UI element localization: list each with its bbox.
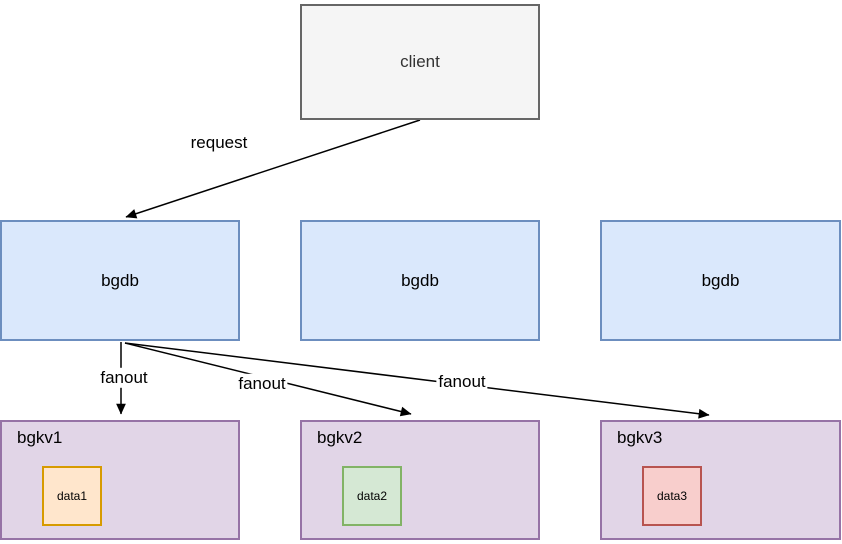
edge-label-fanout-3: fanout [436, 371, 488, 393]
node-bgkv3: bgkv3 data3 [600, 420, 841, 540]
node-bgdb-3-label: bgdb [701, 270, 740, 290]
node-bgkv2: bgkv2 data2 [300, 420, 540, 540]
node-bgkv2-label: bgkv2 [317, 428, 363, 447]
node-bgdb-2-label: bgdb [401, 270, 439, 290]
node-data3-label: data3 [656, 489, 688, 503]
node-bgdb-3: bgdb [600, 220, 841, 341]
edge-label-fanout-2: fanout [236, 373, 288, 395]
node-bgkv3-label: bgkv3 [617, 428, 663, 447]
node-data1-label: data1 [56, 489, 88, 503]
node-bgkv1-label: bgkv1 [17, 428, 63, 447]
fanout-arrow-3 [124, 342, 710, 419]
node-data1: data1 [42, 466, 102, 526]
node-bgdb-1: bgdb [0, 220, 240, 341]
request-arrow [125, 119, 421, 219]
node-data3: data3 [642, 466, 702, 526]
node-bgkv1: bgkv1 data1 [0, 420, 240, 540]
edge-label-request: request [188, 132, 250, 154]
node-data2: data2 [342, 466, 402, 526]
node-client: client [300, 4, 540, 120]
edge-label-fanout-1: fanout [98, 367, 150, 389]
node-client-label: client [400, 52, 440, 71]
node-bgdb-2: bgdb [300, 220, 540, 341]
node-bgdb-1-label: bgdb [101, 270, 139, 290]
node-data2-label: data2 [356, 489, 388, 503]
